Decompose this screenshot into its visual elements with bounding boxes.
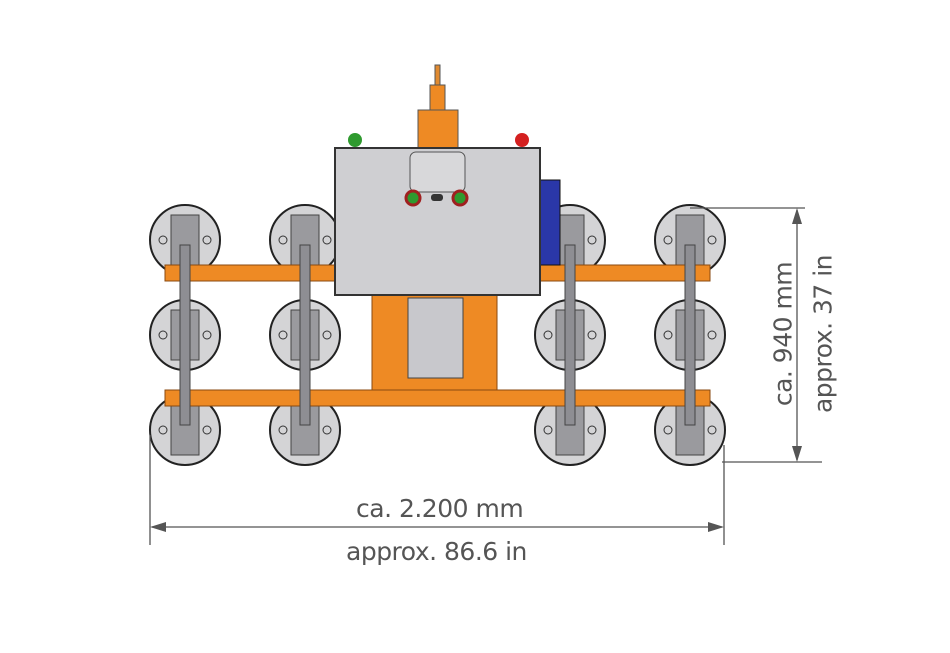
height-metric-label: ca. 940 mm: [768, 261, 798, 407]
rotation-unit: [407, 297, 464, 379]
red-lamp-icon: [515, 133, 529, 147]
blue-panel: [539, 179, 561, 266]
lifting-eye: [417, 64, 459, 151]
width-metric-label: ca. 2.200 mm: [356, 494, 524, 523]
control-box: [334, 147, 561, 296]
width-imperial-label: approx. 86.6 in: [346, 537, 527, 566]
green-lamp-icon: [348, 133, 362, 147]
height-imperial-label: approx. 37 in: [808, 254, 838, 414]
dimension-lines: [149, 207, 822, 545]
